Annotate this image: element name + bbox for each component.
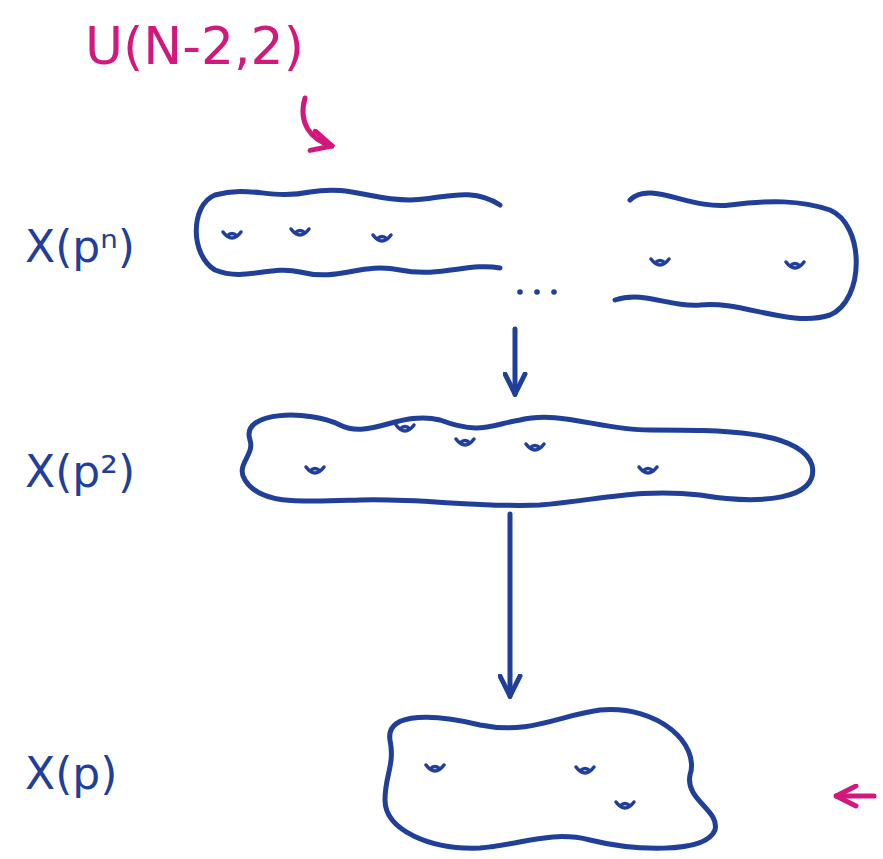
group-label: U(N-2,2) — [85, 18, 304, 75]
ellipsis-dot — [534, 289, 540, 295]
genus-hole — [526, 444, 544, 450]
genus-hole — [291, 229, 309, 235]
genus-hole — [223, 232, 241, 238]
pointer-arrow — [836, 794, 874, 799]
surface-label: X(p) — [25, 750, 117, 798]
covering-arrow — [508, 514, 513, 696]
genus-hole — [651, 259, 669, 265]
genus-hole — [639, 467, 657, 473]
surface-node: X(p²) — [20, 398, 820, 510]
surface-label: X(p²) — [25, 448, 135, 496]
genus-hole — [426, 765, 444, 771]
genus-hole — [616, 802, 634, 808]
surface-label: X(pⁿ) — [25, 223, 135, 271]
surface-node: X(pⁿ) — [20, 175, 870, 325]
covering-arrow — [513, 329, 518, 394]
surface-outline — [615, 193, 856, 318]
surface-outline — [20, 175, 870, 325]
genus-hole — [373, 235, 391, 241]
pointer-arrow — [303, 98, 332, 146]
genus-hole — [786, 262, 804, 268]
surface-outline — [385, 710, 715, 849]
genus-hole — [456, 439, 474, 445]
genus-hole — [306, 467, 324, 473]
genus-hole — [576, 767, 594, 773]
surface-node: X(p) — [20, 700, 725, 852]
surface-outline — [20, 398, 820, 510]
surface-outline — [20, 700, 725, 852]
genus-hole — [396, 425, 414, 431]
ellipsis-dot — [551, 289, 557, 295]
ellipsis-dot — [517, 289, 523, 295]
surface-outline — [196, 190, 500, 275]
surface-outline — [242, 415, 813, 505]
